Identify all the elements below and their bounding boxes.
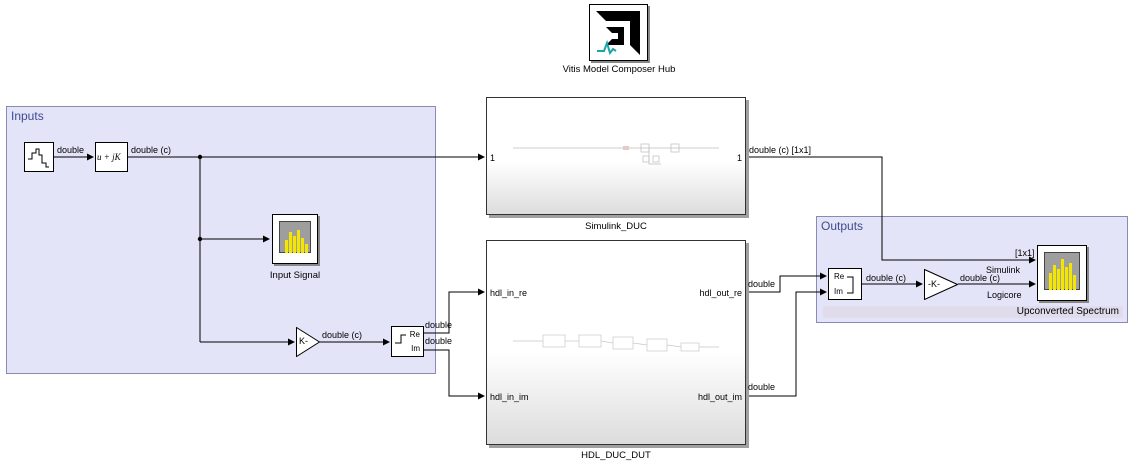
complex-to-re-im-block[interactable]: Re Im xyxy=(391,326,424,357)
hdl-duc-dut-caption: HDL_DUC_DUT xyxy=(581,450,651,461)
hdl-in-re-port: hdl_in_re xyxy=(490,288,528,298)
signal-source-block[interactable] xyxy=(24,142,54,172)
simulink-duc-preview-icon xyxy=(513,143,719,165)
real-to-complex-out-label: double (c) xyxy=(131,145,172,155)
gain-in-out-label: double (c) xyxy=(322,330,363,340)
outputs-area-title: Outputs xyxy=(821,219,864,233)
output-scope-port-logicore: Logicore xyxy=(987,290,1022,300)
gain-in-block[interactable]: K- xyxy=(296,326,321,358)
gain-out-out-label: double (c) xyxy=(960,273,1001,283)
re-im-to-complex-out-label: double (c) xyxy=(866,273,907,283)
simulink-duc-in-port: 1 xyxy=(490,153,496,163)
sine-wave-icon xyxy=(28,148,49,168)
outputs-footer-bar: Upconverted Spectrum xyxy=(823,306,1123,318)
input-scope-caption: Input Signal xyxy=(269,270,321,281)
output-scope-1x1-label: [1x1] xyxy=(1015,248,1035,258)
outputs-footer-label: Upconverted Spectrum xyxy=(1016,306,1119,317)
model-composer-hub-block[interactable] xyxy=(589,4,648,61)
hdl-duc-preview-icon xyxy=(513,334,719,352)
merge-icon xyxy=(847,276,854,294)
complex-to-im-label: Im xyxy=(411,344,420,353)
amd-logo-icon xyxy=(596,11,640,56)
simulink-duc-caption: Simulink_DUC xyxy=(585,221,647,232)
re-out-label: double xyxy=(425,320,453,330)
hub-label: Vitis Model Composer Hub xyxy=(562,64,676,75)
inputs-area[interactable]: Inputs xyxy=(6,106,436,374)
split-icon xyxy=(395,334,406,344)
simulink-duc-out-label: double (c) [1x1] xyxy=(749,145,812,155)
hdl-out-re-label: double xyxy=(748,279,776,289)
real-to-complex-text: u + jK xyxy=(97,152,121,162)
output-scope-screen xyxy=(1044,252,1080,290)
simulink-duc-subsystem[interactable]: 1 1 xyxy=(486,97,746,215)
gain-out-text: -K- xyxy=(928,279,940,289)
spectrum-scope-icon xyxy=(285,230,308,253)
hdl-in-im-port: hdl_in_im xyxy=(490,392,529,402)
re-im-to-complex-block[interactable]: Re Im xyxy=(828,268,862,300)
hdl-out-im-label: double xyxy=(748,382,776,392)
inputs-area-title: Inputs xyxy=(11,109,44,123)
complex-to-re-label: Re xyxy=(409,330,420,339)
input-scope-block[interactable] xyxy=(272,214,318,264)
simulink-duc-out-port: 1 xyxy=(736,153,742,163)
gain-in-text: K- xyxy=(299,336,308,346)
output-scope-block[interactable] xyxy=(1037,245,1087,301)
gain-out-block[interactable]: -K- xyxy=(924,268,959,301)
hdl-out-im-port: hdl_out_im xyxy=(697,392,742,402)
im-out-label: double xyxy=(425,336,453,346)
spectrum-scope-icon xyxy=(1049,259,1076,290)
re-im-to-complex-im: Im xyxy=(834,287,843,296)
source-out-label: double xyxy=(57,145,85,155)
hdl-duc-dut-subsystem[interactable]: hdl_in_re hdl_in_im hdl_out_re hdl_out_i… xyxy=(486,240,746,445)
output-scope-port-simulink: Simulink xyxy=(986,265,1021,275)
re-im-to-complex-re: Re xyxy=(834,272,845,281)
real-to-complex-block[interactable]: u + jK xyxy=(95,142,128,172)
input-scope-screen xyxy=(279,221,311,253)
hdl-out-re-port: hdl_out_re xyxy=(699,288,742,298)
